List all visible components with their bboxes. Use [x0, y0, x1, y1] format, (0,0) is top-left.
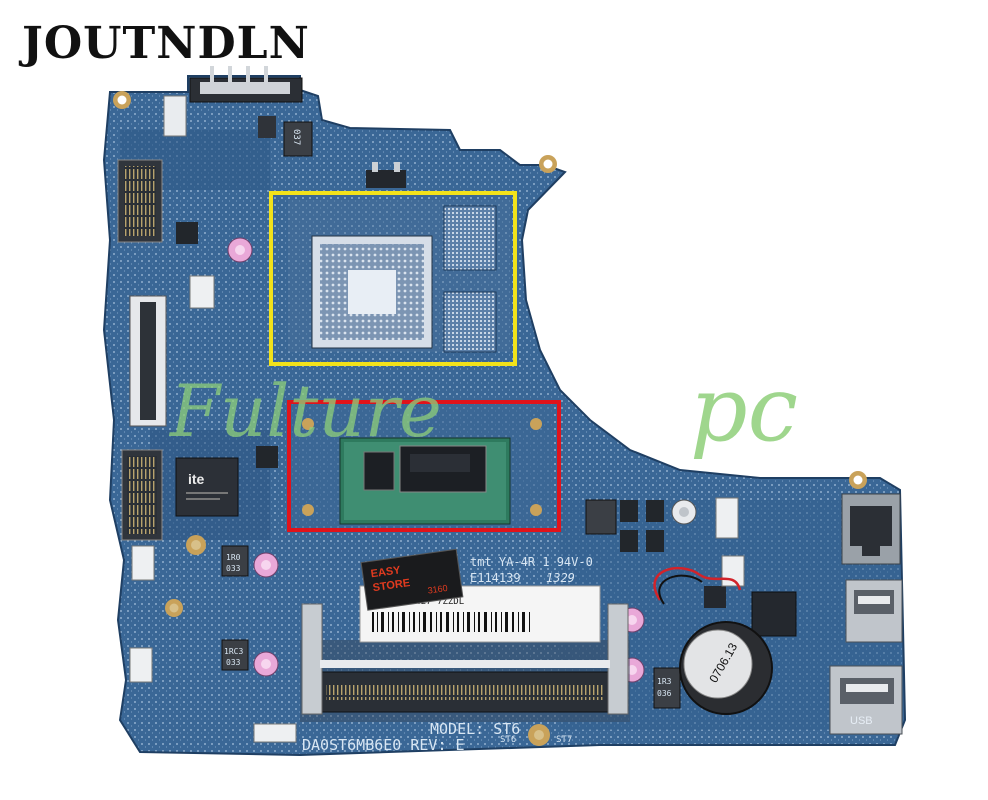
svg-text:USB: USB: [850, 715, 873, 727]
cmos-battery: 0706.13: [653, 566, 773, 715]
ec-chip-ite: ite: [175, 457, 239, 517]
usb-port-2: USB: [829, 665, 903, 735]
capacitor-pink-3: [253, 651, 279, 677]
connector-bottom: [253, 723, 297, 743]
watermark-right: pc: [690, 357, 798, 462]
chip-top-left: [176, 222, 198, 244]
mount-hole-bottom: [528, 724, 550, 746]
mount-hole-top-left: [113, 91, 131, 109]
gpu-highlight-box: [269, 191, 517, 366]
connector-top-left: [163, 95, 187, 137]
cpu-area: [292, 404, 554, 528]
usb-port-1: [845, 579, 903, 643]
power-connector: [189, 66, 303, 103]
inductor-small-top: [258, 116, 276, 138]
watermark-left: Fulture: [168, 369, 442, 453]
svg-text:1RC3: 1RC3: [224, 647, 243, 656]
chip-right-small: [704, 586, 726, 608]
mosfet-1: [620, 500, 638, 522]
inductor-1r3: [653, 667, 681, 709]
svg-text:EASY: EASY: [370, 564, 402, 580]
mosfet-2: [646, 500, 664, 522]
svg-text:033: 033: [226, 564, 241, 573]
capacitor-pink-1: [227, 237, 253, 263]
model-text: MODEL: ST6: [430, 720, 520, 738]
mount-hole-left-lower: [165, 599, 183, 617]
svg-text:037: 037: [291, 129, 301, 145]
connector-right-1: [715, 497, 739, 539]
svg-text:3160: 3160: [427, 583, 448, 596]
board-id-text: DA0ST6MB6E0 REV: E: [302, 736, 465, 754]
connector-bottom-left: [131, 545, 155, 581]
store-sticker: EASY STORE 3160: [360, 548, 464, 611]
date-code-text: 1329: [546, 571, 575, 585]
pcb-code-text: E114139: [470, 571, 521, 585]
mosfet-3: [620, 530, 638, 552]
vram-chip-1: [443, 205, 497, 271]
svg-text:1R0: 1R0: [226, 553, 241, 562]
ethernet-port: [841, 493, 901, 565]
cpu-highlight-box: [287, 400, 561, 532]
sodimm-slot: [300, 603, 630, 722]
vram-chip-2: [443, 291, 497, 353]
mount-hole-left: [186, 535, 206, 555]
mount-hole-right: [849, 471, 867, 489]
cpu-die-small: [363, 451, 395, 491]
svg-text:1R3: 1R3: [657, 677, 672, 686]
pcb-cert-text: tmt YA-4R 1 94V-0: [470, 555, 593, 569]
svg-text:ite: ite: [188, 471, 205, 487]
st6-text: ST6: [500, 735, 516, 745]
connector-left-small: [189, 275, 215, 309]
gpu-area: [288, 162, 510, 353]
chip-small-left: [256, 446, 278, 468]
mosfet-4: [646, 530, 664, 552]
svg-text:STORE: STORE: [372, 577, 411, 594]
st7-text: ST7: [556, 735, 572, 745]
svg-text:036: 036: [657, 689, 672, 698]
inductor-right: [585, 499, 617, 535]
mount-hole-top-right: [539, 155, 557, 173]
chip-lan: [751, 591, 797, 637]
inductor-1r0: [221, 545, 249, 577]
capacitor-pink-2: [253, 552, 279, 578]
svg-text:033: 033: [226, 658, 241, 667]
inductor-037: 037: [283, 121, 313, 157]
connector-bottom-left-2: [129, 647, 153, 683]
brand-logo: JOUTNDLN: [22, 18, 310, 69]
inductor-1rc3: [221, 639, 249, 671]
capacitor-white: [671, 499, 697, 525]
